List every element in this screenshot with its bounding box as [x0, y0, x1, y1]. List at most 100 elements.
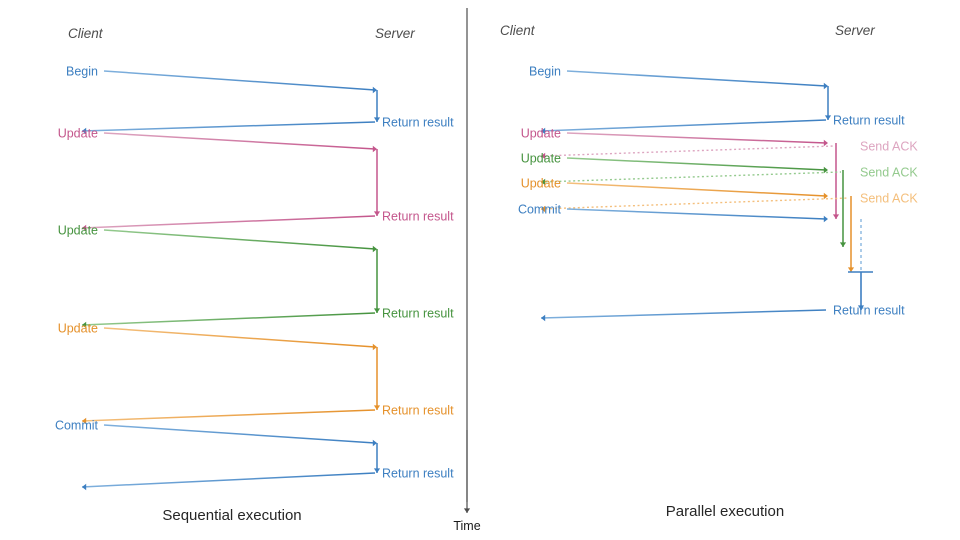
time-axis-label: Time — [453, 519, 480, 533]
activation-arrowhead — [824, 115, 832, 120]
activation-arrowhead — [839, 242, 847, 247]
message-label: Return result — [833, 114, 905, 128]
commit-wait-arrowhead — [857, 305, 865, 310]
message-begin: Begin — [529, 65, 828, 90]
message-label: Begin — [66, 65, 98, 79]
message-label: Return result — [382, 467, 454, 481]
message-send-ack: Send ACK — [540, 166, 918, 186]
ack-arrowhead — [541, 205, 546, 213]
message-arrowhead — [823, 215, 828, 223]
message-line — [103, 132, 376, 150]
message-arrowhead — [82, 321, 87, 329]
message-label: Begin — [529, 65, 561, 79]
server-activation-bar — [373, 347, 381, 410]
message-update: Update — [58, 127, 377, 153]
message-label: Update — [521, 177, 561, 191]
message-line — [103, 424, 376, 444]
message-label: Update — [58, 224, 98, 238]
message-line — [81, 409, 376, 422]
message-label: Update — [58, 322, 98, 336]
message-line — [103, 327, 376, 348]
message-commit: Commit — [518, 203, 828, 223]
panel-caption: Sequential execution — [162, 507, 301, 524]
activation-arrowhead — [373, 211, 381, 216]
ack-line — [540, 171, 842, 183]
message-line — [103, 229, 376, 250]
message-line — [566, 157, 827, 171]
server-activation-bar — [373, 90, 381, 122]
server-activation-bar — [839, 170, 847, 247]
message-return-result: Return result — [81, 307, 454, 329]
message-return-result: Return result — [81, 404, 454, 425]
message-label: Update — [58, 127, 98, 141]
time-axis-layer: Time — [453, 430, 481, 533]
message-arrowhead — [82, 417, 87, 425]
activation-arrowhead — [832, 214, 840, 219]
lane-header-server: Server — [835, 23, 875, 38]
message-line — [540, 309, 827, 319]
message-line — [566, 208, 827, 220]
lane-header-server: Server — [375, 26, 415, 41]
message-arrowhead — [541, 314, 546, 322]
server-activation-bar — [824, 86, 832, 120]
message-arrowhead — [823, 166, 828, 174]
ack-label: Send ACK — [860, 140, 918, 154]
message-line — [81, 215, 376, 229]
message-return-result: Return result — [81, 467, 454, 491]
message-label: Update — [521, 152, 561, 166]
message-return-result: Return result — [81, 210, 454, 232]
message-label: Return result — [382, 404, 454, 418]
message-begin: Begin — [66, 65, 377, 94]
ack-label: Send ACK — [860, 192, 918, 206]
message-update: Update — [521, 127, 828, 147]
message-line — [81, 312, 376, 326]
message-line — [566, 132, 827, 144]
ack-label: Send ACK — [860, 166, 918, 180]
message-update: Update — [58, 322, 377, 351]
message-arrowhead — [372, 439, 377, 447]
message-return-result: Return result — [540, 114, 905, 135]
lane-header-client: Client — [500, 23, 536, 38]
message-label: Return result — [382, 116, 454, 130]
server-activation-bar — [373, 443, 381, 473]
commit-wait-group — [848, 219, 873, 310]
ack-line — [540, 145, 835, 157]
message-return-result: Return result — [81, 116, 454, 135]
message-label: Return result — [833, 304, 905, 318]
message-label: Update — [521, 127, 561, 141]
message-arrowhead — [372, 86, 377, 94]
message-arrowhead — [372, 145, 377, 153]
panel-caption: Parallel execution — [666, 503, 784, 520]
message-return-result: Return result — [540, 304, 905, 322]
message-arrowhead — [372, 245, 377, 253]
message-label: Commit — [55, 419, 99, 433]
server-activation-bar — [373, 149, 381, 216]
activation-arrowhead — [373, 468, 381, 473]
message-label: Return result — [382, 210, 454, 224]
message-send-ack: Send ACK — [540, 192, 918, 213]
time-axis-arrowhead — [463, 508, 471, 513]
activation-arrowhead — [373, 405, 381, 410]
message-label: Commit — [518, 203, 562, 217]
ack-arrowhead — [541, 152, 546, 160]
message-line — [566, 70, 827, 87]
message-line — [81, 121, 376, 132]
message-line — [566, 182, 827, 197]
message-line — [540, 119, 827, 132]
message-arrowhead — [372, 343, 377, 351]
message-commit: Commit — [55, 419, 377, 447]
message-arrowhead — [823, 192, 828, 200]
activation-arrowhead — [847, 267, 855, 272]
message-line — [103, 70, 376, 91]
activation-arrowhead — [373, 308, 381, 313]
message-label: Return result — [382, 307, 454, 321]
server-activation-bar — [832, 143, 840, 219]
message-arrowhead — [823, 82, 828, 90]
message-send-ack: Send ACK — [540, 140, 918, 160]
message-arrowhead — [82, 127, 87, 135]
message-update: Update — [521, 177, 828, 200]
